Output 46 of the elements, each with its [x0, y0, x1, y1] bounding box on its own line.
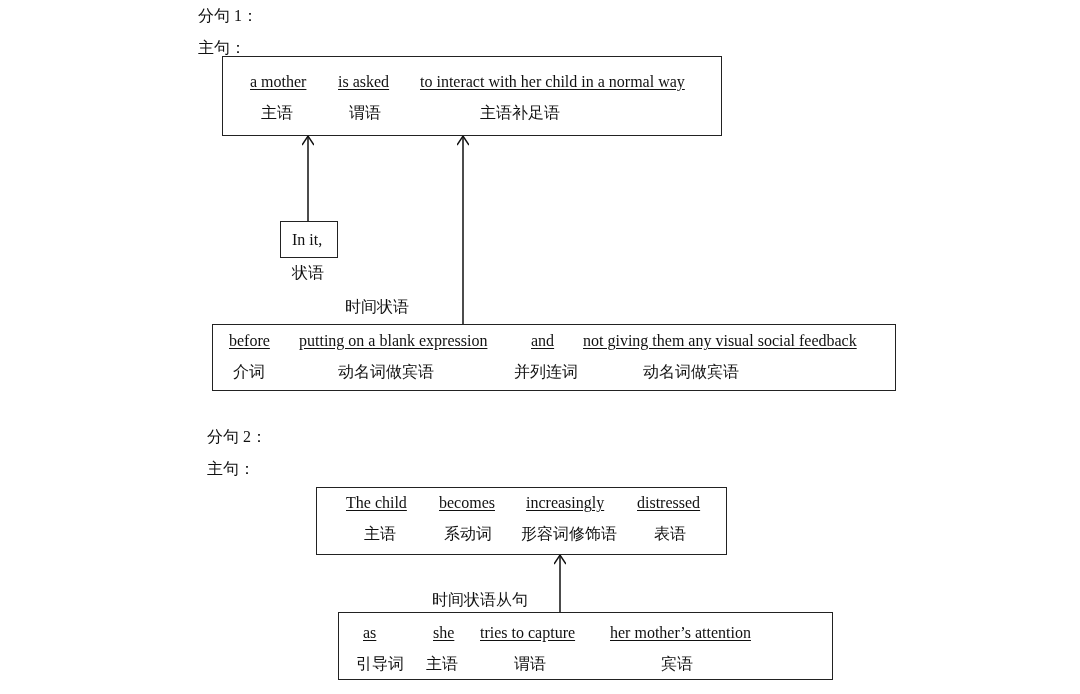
sentence-phrase: as — [363, 623, 377, 643]
text-box — [316, 487, 727, 555]
text-box — [222, 56, 722, 136]
section-heading: 分句 1： — [198, 6, 258, 26]
sentence-phrase: is asked — [338, 72, 390, 92]
arrow — [553, 554, 567, 613]
grammar-label: 介词 — [233, 362, 265, 382]
grammar-label: In it, — [292, 230, 323, 250]
section-heading: 主句： — [198, 38, 246, 58]
sentence-phrase: distressed — [637, 493, 701, 513]
grammar-label: 状语 — [292, 263, 324, 283]
grammar-label: 宾语 — [661, 654, 693, 674]
section-heading: 分句 2： — [207, 427, 267, 447]
grammar-label: 谓语 — [349, 103, 381, 123]
grammar-label: 主语 — [261, 103, 293, 123]
grammar-label: 谓语 — [514, 654, 546, 674]
grammar-label: 主语 — [426, 654, 458, 674]
sentence-phrase: tries to capture — [480, 623, 576, 643]
arrow — [456, 135, 470, 325]
sentence-phrase: increasingly — [526, 493, 605, 513]
sentence-phrase: The child — [346, 493, 407, 513]
grammar-label: 动名词做宾语 — [338, 362, 434, 382]
sentence-phrase: she — [433, 623, 455, 643]
text-box — [212, 324, 896, 391]
sentence-phrase: and — [531, 331, 555, 351]
text-box — [280, 221, 338, 258]
grammar-label: 并列连词 — [514, 362, 578, 382]
grammar-label: 动名词做宾语 — [643, 362, 739, 382]
grammar-label: 引导词 — [356, 654, 404, 674]
grammar-label: 形容词修饰语 — [521, 524, 617, 544]
text-box — [338, 612, 833, 680]
sentence-phrase: to interact with her child in a normal way — [420, 72, 685, 92]
sentence-phrase: becomes — [439, 493, 495, 513]
grammar-label: 表语 — [654, 524, 686, 544]
grammar-label: 主语 — [364, 524, 396, 544]
grammar-label: 主语补足语 — [480, 103, 560, 123]
edge-label: 时间状语从句 — [432, 590, 528, 610]
sentence-phrase: her mother’s attention — [610, 623, 751, 643]
grammar-label: 系动词 — [444, 524, 492, 544]
section-heading: 主句： — [207, 459, 255, 479]
sentence-phrase: a mother — [250, 72, 307, 92]
edge-label: 时间状语 — [345, 297, 409, 317]
sentence-phrase: not giving them any visual social feedback — [583, 331, 857, 351]
sentence-phrase: before — [229, 331, 270, 351]
sentence-phrase: putting on a blank expression — [299, 331, 488, 351]
arrow — [301, 135, 315, 222]
